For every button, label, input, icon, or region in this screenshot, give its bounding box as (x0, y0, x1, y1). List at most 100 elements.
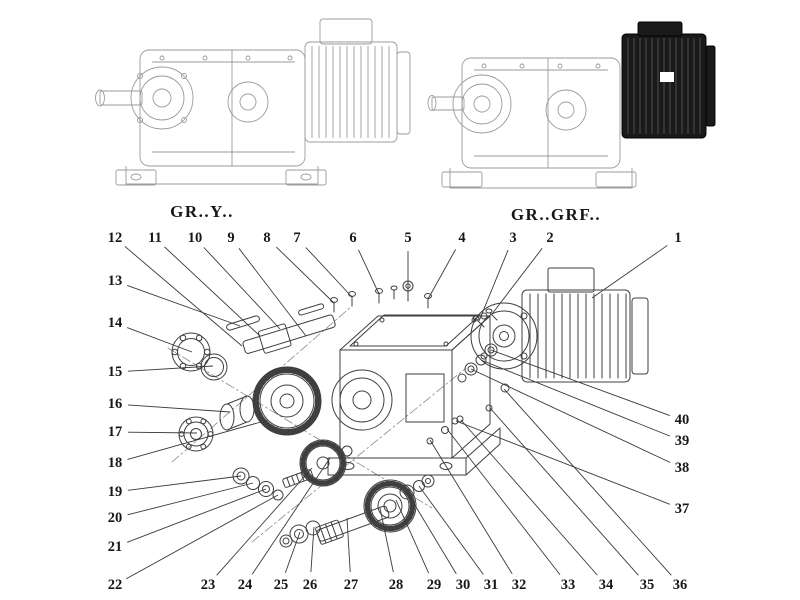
screw-icon (472, 315, 485, 328)
bearing-part (178, 416, 214, 452)
callout-31: 31 (481, 576, 501, 594)
gearbox-housing-part (327, 314, 510, 476)
drain-plug (426, 437, 434, 445)
callout-14: 14 (105, 314, 125, 332)
output-flange (130, 66, 194, 130)
screw-icon (390, 285, 398, 300)
leader-line-12 (124, 246, 243, 347)
input-bore (331, 369, 393, 431)
callout-24: 24 (235, 576, 255, 594)
assembly-axis-lines (167, 305, 467, 543)
callout-33: 33 (558, 576, 578, 594)
leader-lines (124, 245, 672, 580)
motor-fins (529, 293, 627, 379)
screw-icon (424, 293, 432, 309)
leader-line-26 (310, 526, 315, 573)
callout-5: 5 (402, 229, 414, 247)
leader-line-31 (418, 485, 484, 575)
leader-line-37 (455, 420, 671, 505)
leader-line-11 (164, 246, 261, 337)
leader-line-33 (446, 428, 561, 576)
leader-line-24 (251, 457, 331, 575)
callout-18: 18 (105, 454, 125, 472)
callout-17: 17 (105, 423, 125, 441)
motor-fins-left (311, 46, 390, 138)
leader-line-3 (478, 249, 509, 322)
callout-1: 1 (672, 229, 684, 247)
leader-line-15 (127, 365, 214, 372)
leader-line-17 (127, 431, 198, 434)
gearbox-body (461, 57, 621, 169)
motor-hardware (457, 308, 498, 383)
motor-end-shield (396, 51, 411, 135)
callout-22: 22 (105, 576, 125, 594)
callout-30: 30 (453, 576, 473, 594)
callout-21: 21 (105, 538, 125, 556)
leader-line-36 (503, 388, 672, 576)
gear-mid-part (299, 439, 353, 487)
leader-line-34 (460, 419, 598, 576)
assembled-view-gr-y (95, 18, 411, 186)
callout-27: 27 (341, 576, 361, 594)
leader-line-6 (358, 249, 380, 295)
callout-37: 37 (672, 500, 692, 518)
leader-line-7 (305, 247, 353, 298)
leader-line-38 (470, 368, 671, 463)
leader-line-25 (284, 531, 301, 573)
gear-output-part (363, 479, 417, 533)
motor-part (470, 267, 649, 383)
callout-28: 28 (386, 576, 406, 594)
callout-11: 11 (146, 229, 164, 247)
callout-8: 8 (261, 229, 273, 247)
callout-15: 15 (105, 363, 125, 381)
callout-25: 25 (271, 576, 291, 594)
bearing-part (171, 332, 211, 372)
output-shaft (99, 90, 143, 106)
screw-icon (348, 291, 356, 307)
leader-line-23 (216, 467, 313, 576)
leader-line-35 (489, 407, 639, 576)
leader-line-13 (127, 284, 241, 327)
leader-line-10 (203, 247, 281, 330)
assembled-view-gr-grf (427, 21, 716, 189)
top-hardware (330, 280, 432, 313)
key-part (226, 315, 260, 331)
foot-bolt (451, 417, 459, 425)
plug (500, 383, 510, 393)
variant-label-right: GR..GRF.. (510, 205, 602, 224)
terminal-box (319, 18, 373, 45)
leader-line-32 (429, 439, 513, 575)
leader-line-30 (406, 491, 457, 575)
leader-line-4 (427, 249, 457, 300)
leader-line-14 (127, 327, 193, 353)
callout-36: 36 (670, 576, 690, 594)
inspection-plate (405, 373, 445, 423)
leader-line-40 (490, 349, 670, 416)
leader-line-19 (127, 475, 242, 491)
callout-20: 20 (105, 509, 125, 527)
fan-cover (631, 297, 649, 375)
motor-body (521, 289, 631, 383)
key-part (298, 303, 325, 316)
screw-icon (485, 308, 498, 321)
leader-line-8 (276, 246, 335, 304)
callout-12: 12 (105, 229, 125, 247)
leader-line-21 (126, 488, 267, 543)
brake-motor-block (621, 21, 716, 139)
input-shaft-part (242, 314, 336, 354)
callout-40: 40 (672, 411, 692, 429)
leader-line-29 (395, 499, 430, 574)
mounting-feet (449, 168, 633, 189)
screw-icon (330, 297, 338, 313)
callout-39: 39 (672, 432, 692, 450)
callout-2: 2 (544, 229, 556, 247)
plug (441, 426, 449, 434)
washer-stack (232, 467, 284, 501)
callout-34: 34 (596, 576, 616, 594)
callout-9: 9 (225, 229, 237, 247)
callout-35: 35 (637, 576, 657, 594)
leader-line-2 (491, 248, 543, 315)
callout-13: 13 (105, 272, 125, 290)
